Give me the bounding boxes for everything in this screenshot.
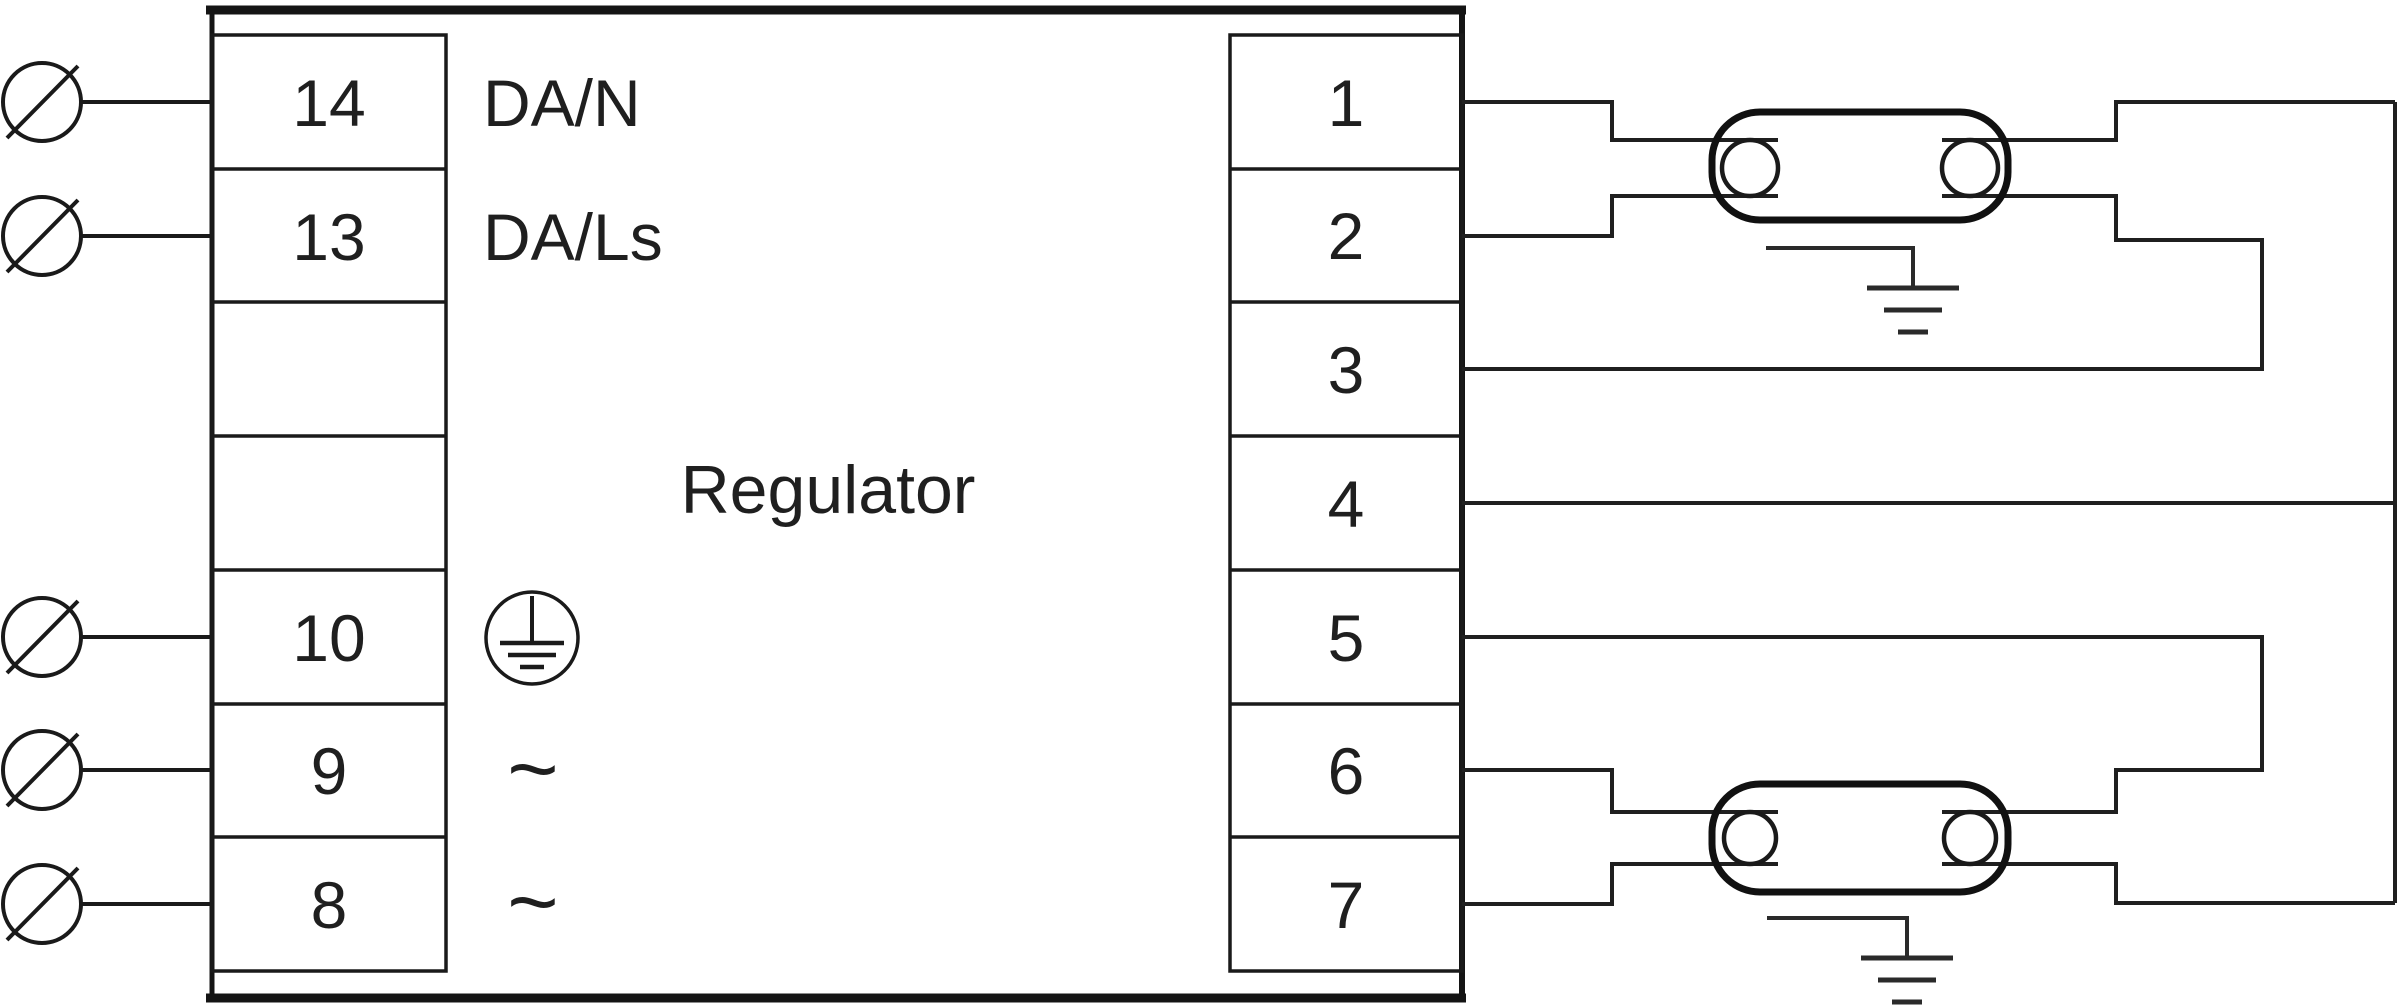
lamp2-wiring bbox=[1462, 635, 2395, 906]
terminal-6-number: 6 bbox=[1328, 734, 1365, 808]
terminal-13-number: 13 bbox=[292, 200, 365, 274]
terminal-2-number: 2 bbox=[1328, 199, 1365, 273]
terminal-14-label: DA/N bbox=[483, 66, 641, 140]
crossed-circle-terminal-icon bbox=[1, 863, 212, 945]
lamp2-tube bbox=[1708, 780, 2012, 896]
left-terminal-numbers: 14 13 10 9 8 bbox=[292, 66, 365, 942]
terminal-8-number: 8 bbox=[311, 868, 348, 942]
earth-ground-icon bbox=[1766, 246, 1959, 335]
earth-ground-icon bbox=[1767, 916, 1953, 1005]
wire-terminal2-to-lamp1 bbox=[1462, 194, 1778, 238]
terminal-4-number: 4 bbox=[1328, 467, 1365, 541]
wire-terminal7-to-lamp2 bbox=[1462, 862, 1778, 906]
terminal-7-number: 7 bbox=[1328, 868, 1365, 942]
wire-terminal1-to-lamp1 bbox=[1462, 100, 1778, 142]
terminal-5-number: 5 bbox=[1328, 601, 1365, 675]
left-terminal-labels: DA/N DA/Ls ~ ~ bbox=[483, 66, 663, 951]
protective-earth-icon bbox=[484, 590, 580, 686]
lamp2-right-electrode-icon bbox=[1941, 809, 1999, 867]
wire-terminal6-to-lamp2 bbox=[1462, 768, 1778, 814]
wire-lamp1-to-terminal3 bbox=[1462, 194, 2264, 371]
lamp1-tube bbox=[1708, 108, 2012, 224]
wire-lamp2-to-right-rail bbox=[1942, 862, 2395, 905]
ac-tilde-symbol: ~ bbox=[507, 852, 558, 951]
terminal-10-number: 10 bbox=[292, 601, 365, 675]
crossed-circle-terminal-icon bbox=[1, 195, 212, 277]
wire-lamp2-to-terminal5 bbox=[1462, 635, 2264, 814]
fluorescent-lamp-1 bbox=[1708, 108, 2012, 224]
terminal-14-number: 14 bbox=[292, 66, 365, 140]
terminal-1-number: 1 bbox=[1328, 66, 1365, 140]
left-terminal-block-outline bbox=[210, 33, 448, 973]
crossed-circle-terminal-icon bbox=[1, 596, 212, 678]
device-label: Regulator bbox=[681, 452, 976, 528]
lamp1-left-electrode-icon bbox=[1719, 137, 1781, 199]
supply-terminals bbox=[1, 61, 212, 945]
right-terminal-numbers: 1 2 3 4 5 6 7 bbox=[1328, 66, 1365, 942]
crossed-circle-terminal-icon bbox=[1, 729, 212, 811]
lamp1-right-electrode-icon bbox=[1939, 137, 2001, 199]
terminal-9-number: 9 bbox=[311, 734, 348, 808]
crossed-circle-terminal-icon bbox=[1, 61, 212, 143]
wire-lamp1-to-right-rail bbox=[1942, 100, 2395, 142]
terminal-3-number: 3 bbox=[1328, 333, 1365, 407]
left-terminal-block bbox=[210, 33, 448, 973]
terminal-13-label: DA/Ls bbox=[483, 200, 663, 274]
fluorescent-lamp-2 bbox=[1708, 780, 2012, 896]
lamp1-wiring bbox=[1462, 100, 2397, 903]
lamp2-left-electrode-icon bbox=[1721, 809, 1779, 867]
ac-tilde-symbol: ~ bbox=[507, 719, 558, 818]
